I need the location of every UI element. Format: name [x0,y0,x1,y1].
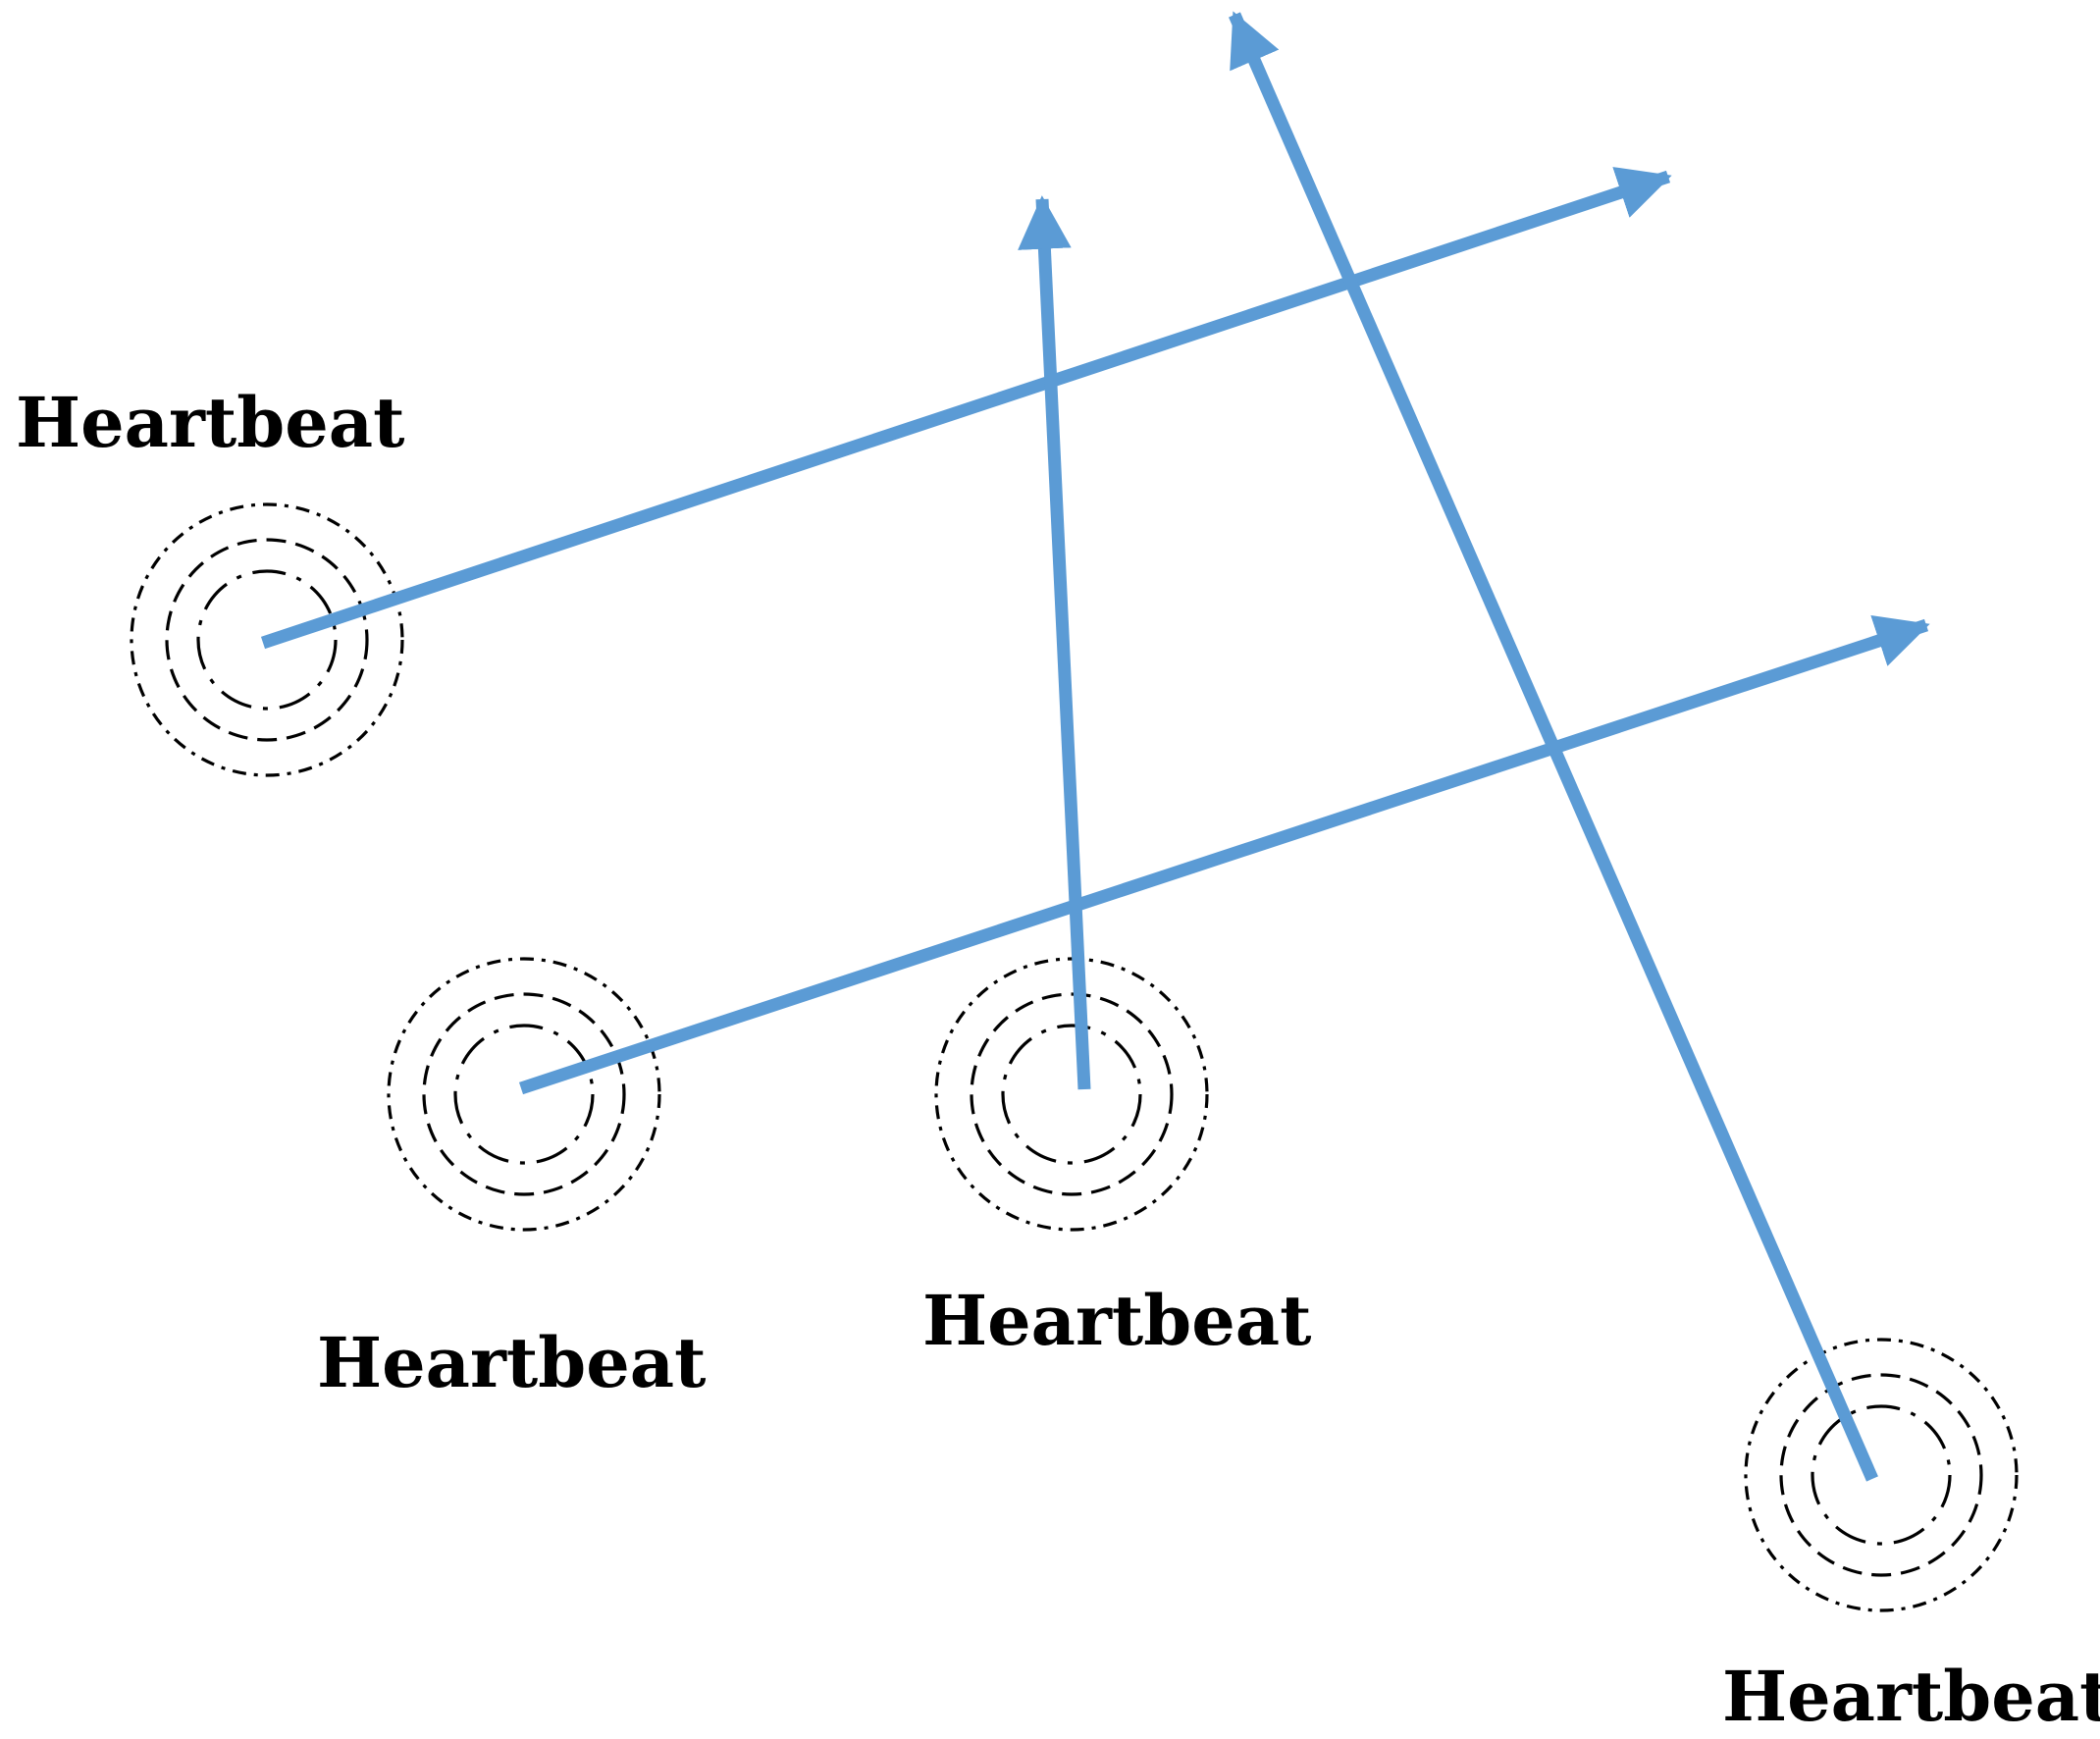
arrow-1 [260,167,1672,650]
heartbeat-node-1: Heartbeat [16,382,404,777]
heartbeat-label: Heartbeat [922,1280,1311,1361]
concentric-rings-icon [130,502,404,777]
heartbeat-label: Heartbeat [16,382,404,463]
arrows [260,11,1930,1482]
concentric-rings-icon [387,957,661,1232]
arrow-3 [1018,195,1091,1090]
concentric-rings-icon [1744,1338,2019,1612]
heartbeat-node-4: Heartbeat [1722,1338,2100,1737]
heartbeat-node-3: Heartbeat [922,957,1311,1361]
arrow-4 [1229,11,1878,1482]
heartbeat-label: Heartbeat [317,1322,706,1403]
heartbeat-label: Heartbeat [1722,1656,2100,1737]
heartbeat-node-2: Heartbeat [317,957,706,1403]
arrow-2 [518,614,1930,1095]
concentric-rings-icon [934,957,1209,1232]
